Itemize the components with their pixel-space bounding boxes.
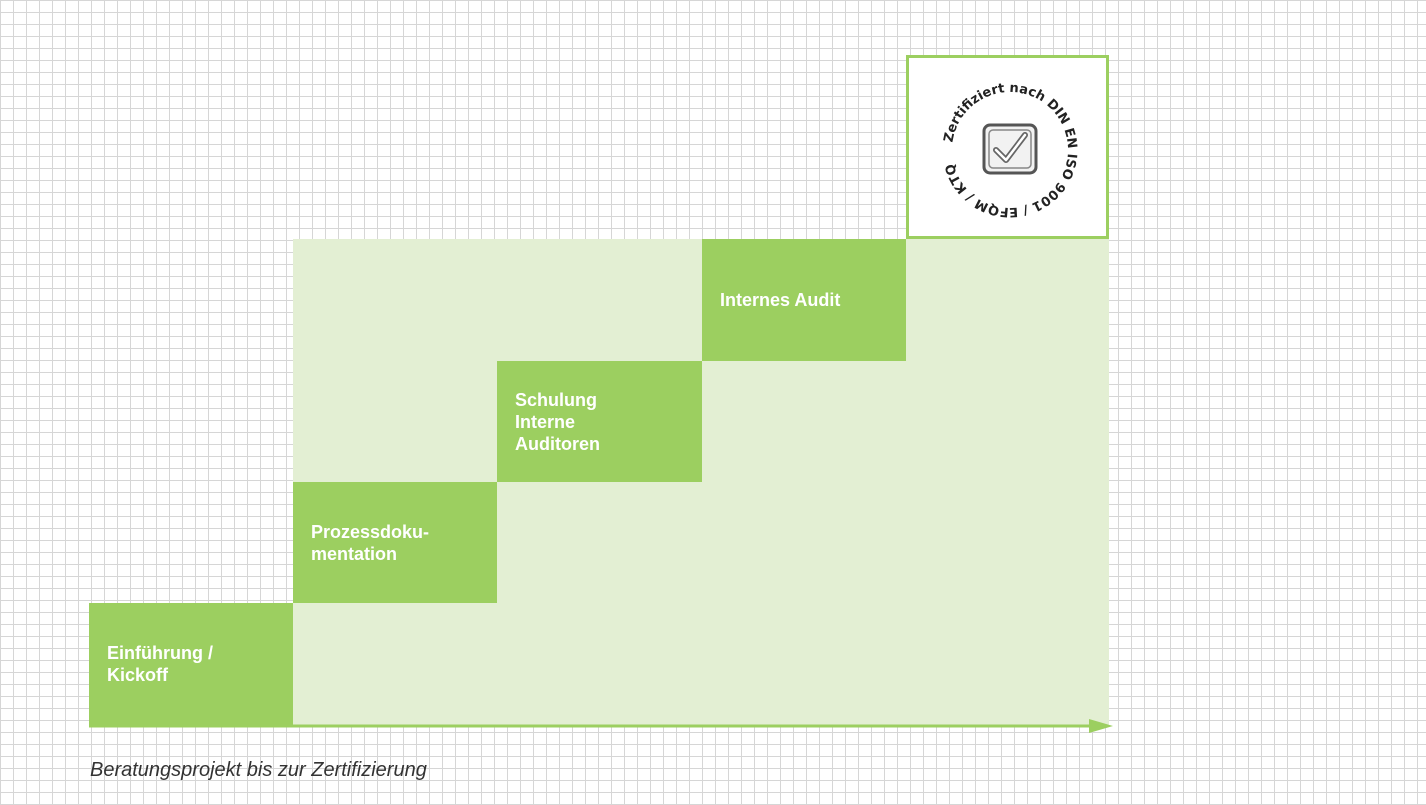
step-prozessdokumentation-label: Prozessdoku- mentation: [311, 521, 430, 564]
step-internes-audit-label: Internes Audit: [720, 290, 841, 310]
step-kickoff-label: Einführung / Kickoff: [107, 643, 213, 685]
timeline-arrow: [89, 719, 1113, 733]
checkmark-seal-icon: Zertifiziert nach DIN EN ISO 9001 / EFQM…: [938, 78, 1082, 222]
step-schulung-label: Schulung Interne Auditoren: [515, 389, 600, 454]
step-kickoff: Einführung / Kickoff: [89, 603, 293, 725]
certificate-box: Zertifiziert nach DIN EN ISO 9001 / EFQM…: [906, 55, 1109, 239]
diagram-caption: Beratungsprojekt bis zur Zertifizierung: [90, 759, 427, 781]
step-prozessdokumentation: Prozessdoku- mentation: [293, 482, 497, 603]
step-internes-audit: Internes Audit: [702, 239, 906, 361]
step-schulung: Schulung Interne Auditoren: [497, 361, 702, 482]
